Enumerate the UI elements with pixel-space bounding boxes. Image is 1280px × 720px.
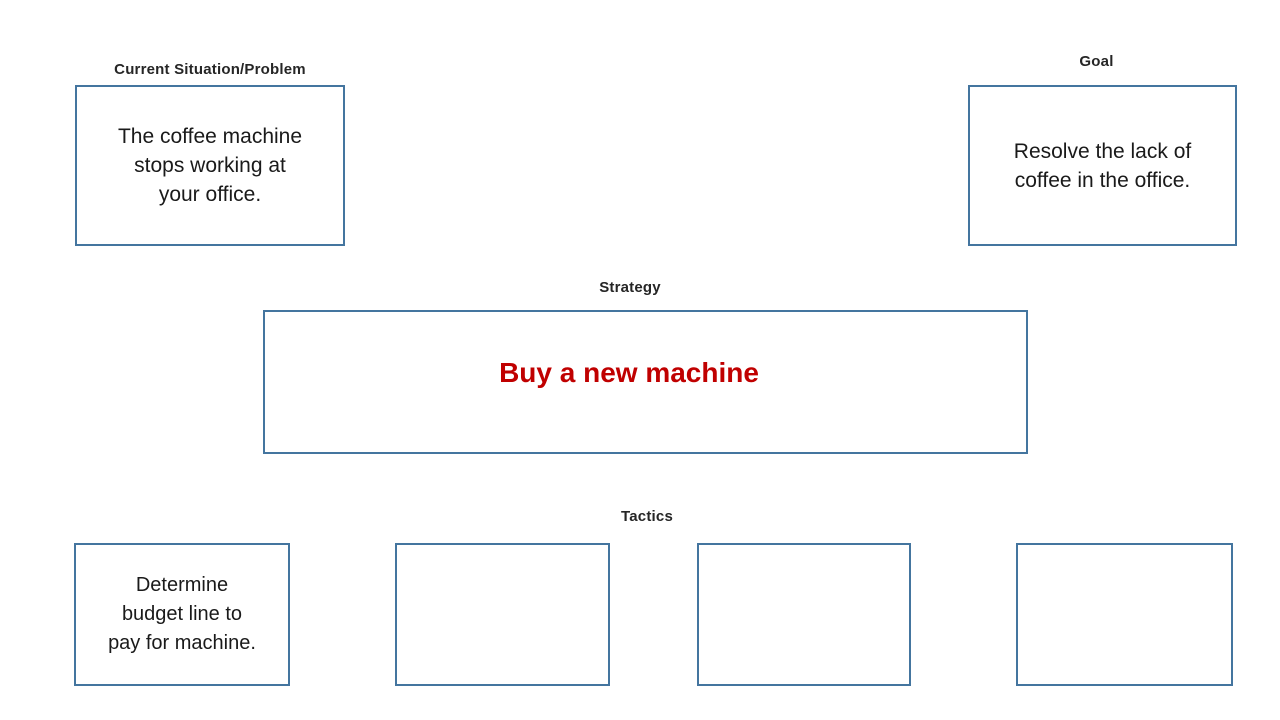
goal-box: Resolve the lack of coffee in the office… — [968, 85, 1237, 246]
strategy-section-label: Strategy — [599, 279, 661, 296]
goal-text: Resolve the lack of coffee in the office… — [1013, 139, 1192, 192]
strategy-text: Buy a new machine — [499, 357, 759, 388]
tactic-box-2 — [395, 543, 610, 686]
tactic-box-4 — [1016, 543, 1233, 686]
goal-section-label: Goal — [1079, 53, 1114, 70]
tactic-box-3 — [697, 543, 911, 686]
tactic-1-text: Determine budget line to pay for machine… — [108, 574, 256, 654]
tactic-box-1: Determine budget line to pay for machine… — [74, 543, 290, 686]
strategy-box: Buy a new machine — [263, 310, 1028, 454]
tactics-section-label: Tactics — [621, 508, 673, 525]
problem-box: The coffee machine stops working at your… — [75, 85, 345, 246]
problem-section-label: Current Situation/Problem — [114, 61, 306, 78]
problem-text: The coffee machine stops working at your… — [117, 125, 303, 206]
